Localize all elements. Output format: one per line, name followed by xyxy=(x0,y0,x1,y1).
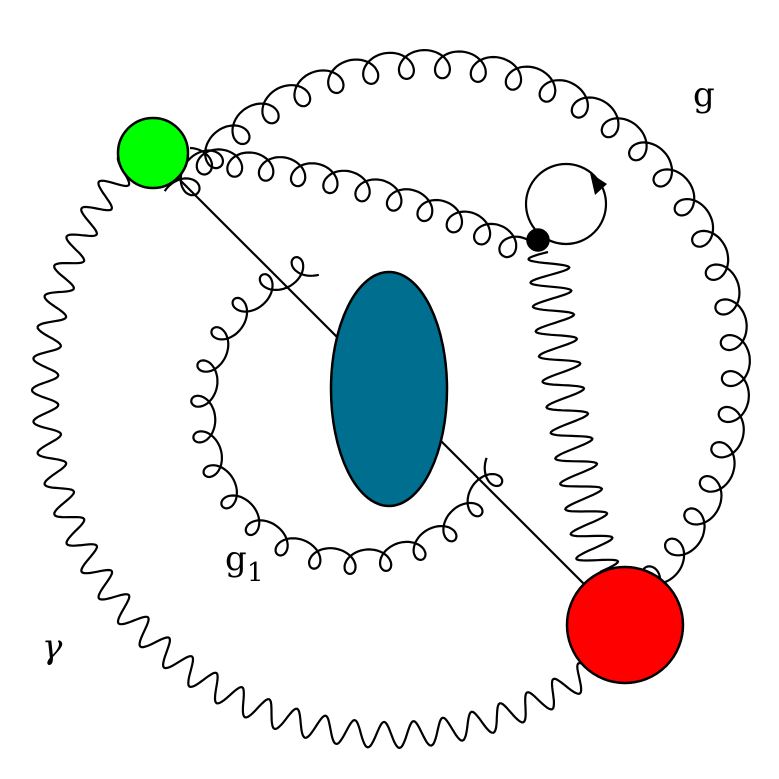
ghost-loop xyxy=(524,162,608,246)
label-gluon-inner-subscript: 1 xyxy=(247,558,264,588)
vertex-green xyxy=(116,116,190,190)
label-gluon-inner: g xyxy=(225,539,247,579)
vertex-small-dot xyxy=(526,228,550,252)
right-photon-line xyxy=(527,250,620,573)
photon-line xyxy=(30,132,639,750)
blob-ellipse xyxy=(329,270,449,508)
upper-gluon-line xyxy=(189,146,529,259)
ghost-loop-arrow-icon xyxy=(590,173,607,195)
vertex-red xyxy=(565,565,685,685)
inner-gluon-line xyxy=(190,255,504,576)
outer-gluon-line xyxy=(163,48,751,649)
label-gluon-outer: g xyxy=(693,75,715,115)
label-photon: γ xyxy=(42,627,63,667)
